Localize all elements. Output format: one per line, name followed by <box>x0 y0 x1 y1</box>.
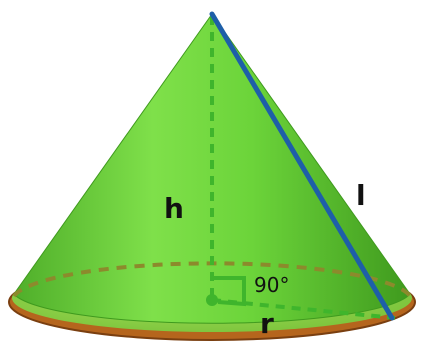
radius-label: r <box>260 307 274 340</box>
slant-label: l <box>356 179 366 212</box>
right-angle-marker <box>214 276 246 307</box>
angle-label: 90° <box>254 273 289 297</box>
slant-line <box>209 11 395 321</box>
center-dot <box>206 294 218 306</box>
height-label: h <box>164 192 184 225</box>
